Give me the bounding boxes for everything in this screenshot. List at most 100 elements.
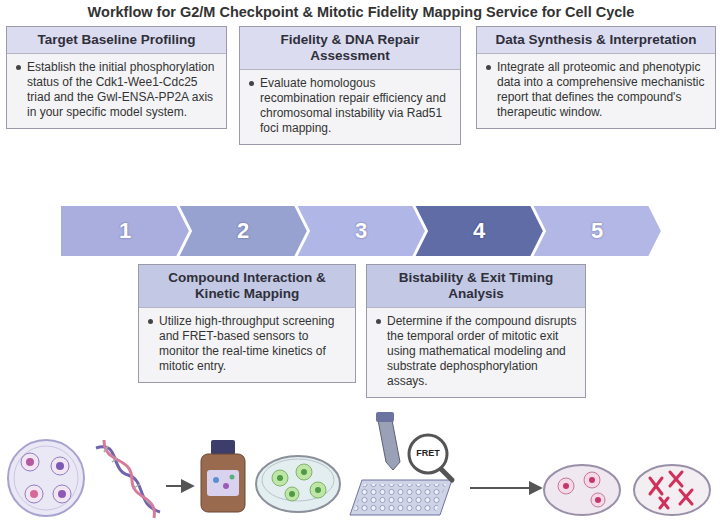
illustration-part xyxy=(584,472,600,488)
illustration-part xyxy=(310,482,326,498)
illustration-part xyxy=(134,484,140,488)
step-heading: Data Synthesis & Interpretation xyxy=(477,27,715,54)
illustration-part xyxy=(589,477,595,483)
step-heading: Compound Interaction & Kinetic Mapping xyxy=(139,265,355,308)
chevron-fill xyxy=(60,205,190,257)
illustration-part xyxy=(660,498,668,508)
step-chevron: 4 xyxy=(414,205,544,257)
step-chevron: 5 xyxy=(532,205,662,257)
illustration-part xyxy=(207,470,239,496)
illustration-part xyxy=(315,487,321,493)
dna-helix xyxy=(96,440,160,518)
illustration-part xyxy=(350,480,452,515)
step-number: 4 xyxy=(414,205,544,257)
figure-label: FRET xyxy=(409,448,447,458)
illustration-part xyxy=(591,493,605,507)
step-number: 2 xyxy=(178,205,308,257)
chevron-fill xyxy=(178,205,308,257)
step-description: Evaluate homologous recombination repair… xyxy=(260,76,452,136)
illustration-part xyxy=(563,483,569,489)
step-number: 3 xyxy=(296,205,426,257)
diagram-title: Workflow for G2/M Checkpoint & Mitotic F… xyxy=(0,4,722,20)
illustration-part xyxy=(670,472,682,486)
illustration-part xyxy=(30,490,38,498)
illustration-part xyxy=(289,491,295,497)
illustration-part xyxy=(112,458,117,462)
step-description: Integrate all proteomic and phenotypic d… xyxy=(497,60,707,120)
illustration-part xyxy=(595,497,601,503)
illustration-part xyxy=(277,475,283,481)
illustration-part xyxy=(680,490,692,504)
illustration-part xyxy=(272,470,288,486)
illustration-part xyxy=(544,465,620,515)
illustration-part xyxy=(256,456,340,512)
illustration-part xyxy=(378,420,400,470)
step-body-panel: Evaluate homologous recombination repair… xyxy=(240,70,460,144)
step-chevron: 1 xyxy=(60,205,190,257)
bullet-dot xyxy=(249,81,254,86)
cell-dish xyxy=(8,440,84,516)
illustration-part xyxy=(25,485,43,503)
step-description: Determine if the compound disrupts the t… xyxy=(387,314,577,389)
illustration-part xyxy=(634,465,710,515)
flow-arrow xyxy=(470,487,540,489)
bullet-dot xyxy=(376,319,381,324)
step-box: Compound Interaction & Kinetic MappingUt… xyxy=(138,264,356,383)
illustration-part xyxy=(660,498,668,508)
step-number: 1 xyxy=(60,205,190,257)
illustration-part xyxy=(58,490,66,498)
step-box: Data Synthesis & InterpretationIntegrate… xyxy=(476,26,716,129)
step-box: Bistability & Exit Timing AnalysisDeterm… xyxy=(366,264,586,398)
bullet-dot xyxy=(148,319,153,324)
illustration-part xyxy=(223,483,229,489)
step-heading: Bistability & Exit Timing Analysis xyxy=(367,265,585,308)
illustration-part xyxy=(409,435,447,473)
illustration-part xyxy=(262,459,334,501)
illustration-part xyxy=(21,453,39,471)
step-heading: Fidelity & DNA Repair Assessment xyxy=(240,27,460,70)
illustration-part xyxy=(14,446,78,510)
illustration-part xyxy=(558,478,574,494)
bullet-dot xyxy=(16,65,21,70)
illustration-part xyxy=(680,490,692,504)
step-box: Target Baseline ProfilingEstablish the i… xyxy=(6,26,227,129)
illustration-part xyxy=(104,446,108,452)
illustration-part xyxy=(296,464,312,480)
illustration-part xyxy=(376,412,394,422)
illustration-part xyxy=(354,484,446,511)
illustration-part xyxy=(201,454,245,512)
illustration-part xyxy=(26,458,34,466)
step-box: Fidelity & DNA Repair AssessmentEvaluate… xyxy=(239,26,461,145)
step-chevron: 2 xyxy=(178,205,308,257)
step-number: 5 xyxy=(532,205,662,257)
illustration-part xyxy=(670,472,682,486)
illustration-part xyxy=(213,477,219,483)
step-description: Utilize high-throughput screening and FR… xyxy=(159,314,347,374)
treated-dish xyxy=(256,456,340,512)
step-body-panel: Utilize high-throughput screening and FR… xyxy=(139,308,355,382)
chevron-fill xyxy=(414,205,544,257)
illustration-part xyxy=(146,500,150,504)
illustration-part xyxy=(285,487,299,501)
chromosome-dish xyxy=(634,465,710,515)
step-body-panel: Determine if the compound disrupts the t… xyxy=(367,308,585,397)
illustration-part xyxy=(230,475,235,480)
bullet-dot xyxy=(486,65,491,70)
illustration-part xyxy=(51,457,69,475)
illustration-part xyxy=(104,440,154,518)
reagent-bottle xyxy=(201,440,245,512)
chevron-fill xyxy=(296,205,426,257)
illustration-part xyxy=(301,469,307,475)
illustration-part xyxy=(650,478,662,494)
step-body-panel: Establish the initial phosphorylation st… xyxy=(7,54,226,128)
illustration-part xyxy=(440,468,452,480)
chevron-fill xyxy=(532,205,662,257)
flow-arrow xyxy=(166,485,192,487)
illustration-part xyxy=(211,440,235,455)
illustration-part xyxy=(56,462,64,470)
illustration-part xyxy=(8,440,84,516)
step-description: Establish the initial phosphorylation st… xyxy=(27,60,218,120)
step-chevron: 3 xyxy=(296,205,426,257)
illustration-part xyxy=(650,478,662,494)
